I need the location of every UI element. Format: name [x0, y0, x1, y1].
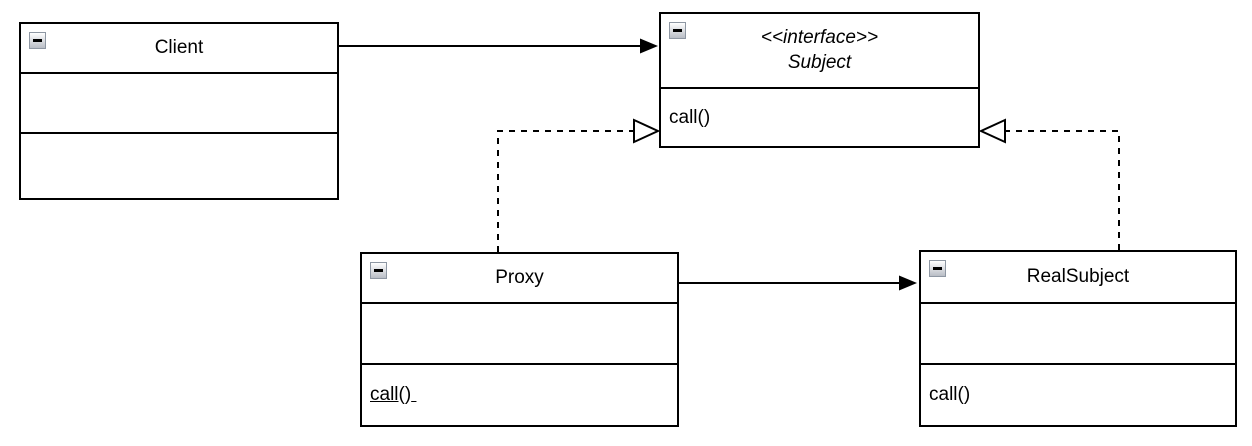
attributes-compartment[interactable] — [921, 302, 1235, 363]
attributes-compartment[interactable] — [21, 72, 337, 132]
class-title-compartment: RealSubject — [921, 252, 1235, 302]
interface-box-subject[interactable]: <<interface>> Subject call() — [659, 12, 980, 148]
stereotype-label: <<interface>> — [760, 26, 879, 48]
minus-icon — [374, 269, 383, 272]
methods-compartment[interactable] — [21, 132, 337, 198]
class-name-label: RealSubject — [1026, 265, 1130, 287]
class-title-compartment: Proxy — [362, 254, 677, 302]
class-name-label: Subject — [787, 51, 852, 73]
attributes-compartment[interactable] — [362, 302, 677, 363]
collapse-minus-icon[interactable] — [370, 262, 387, 279]
class-title-compartment: Client — [21, 24, 337, 72]
method-trailing-mark — [411, 384, 416, 405]
association-client-subject[interactable] — [339, 38, 658, 54]
method-item: call() — [669, 106, 711, 128]
realization-realsubject-subject[interactable] — [978, 118, 1120, 250]
minus-icon — [933, 267, 942, 270]
filled-arrowhead-icon — [640, 38, 658, 54]
class-box-realsubject[interactable]: RealSubject call() — [919, 250, 1237, 427]
filled-arrowhead-icon — [899, 275, 917, 291]
collapse-minus-icon[interactable] — [669, 22, 686, 39]
class-box-client[interactable]: Client — [19, 22, 339, 200]
methods-compartment[interactable]: call() — [362, 363, 677, 425]
realization-line[interactable] — [497, 130, 633, 252]
minus-icon — [33, 39, 42, 42]
realization-proxy-subject[interactable] — [497, 118, 661, 252]
collapse-minus-icon[interactable] — [29, 32, 46, 49]
method-item: call() — [370, 384, 416, 406]
hollow-triangle-arrowhead-icon — [633, 118, 661, 144]
collapse-minus-icon[interactable] — [929, 260, 946, 277]
method-name-underlined: call — [370, 384, 399, 405]
class-name-label: Client — [154, 36, 204, 58]
association-proxy-realsubject[interactable] — [679, 275, 917, 291]
class-name-label: Proxy — [495, 266, 544, 288]
class-box-proxy[interactable]: Proxy call() — [360, 252, 679, 427]
class-title-compartment: <<interface>> Subject — [661, 14, 978, 87]
hollow-triangle-arrowhead-icon — [978, 118, 1006, 144]
methods-compartment[interactable]: call() — [661, 87, 978, 146]
methods-compartment[interactable]: call() — [921, 363, 1235, 425]
realization-line[interactable] — [1006, 130, 1120, 250]
method-parens: () — [398, 384, 412, 405]
minus-icon — [673, 29, 682, 32]
method-item: call() — [929, 384, 971, 405]
